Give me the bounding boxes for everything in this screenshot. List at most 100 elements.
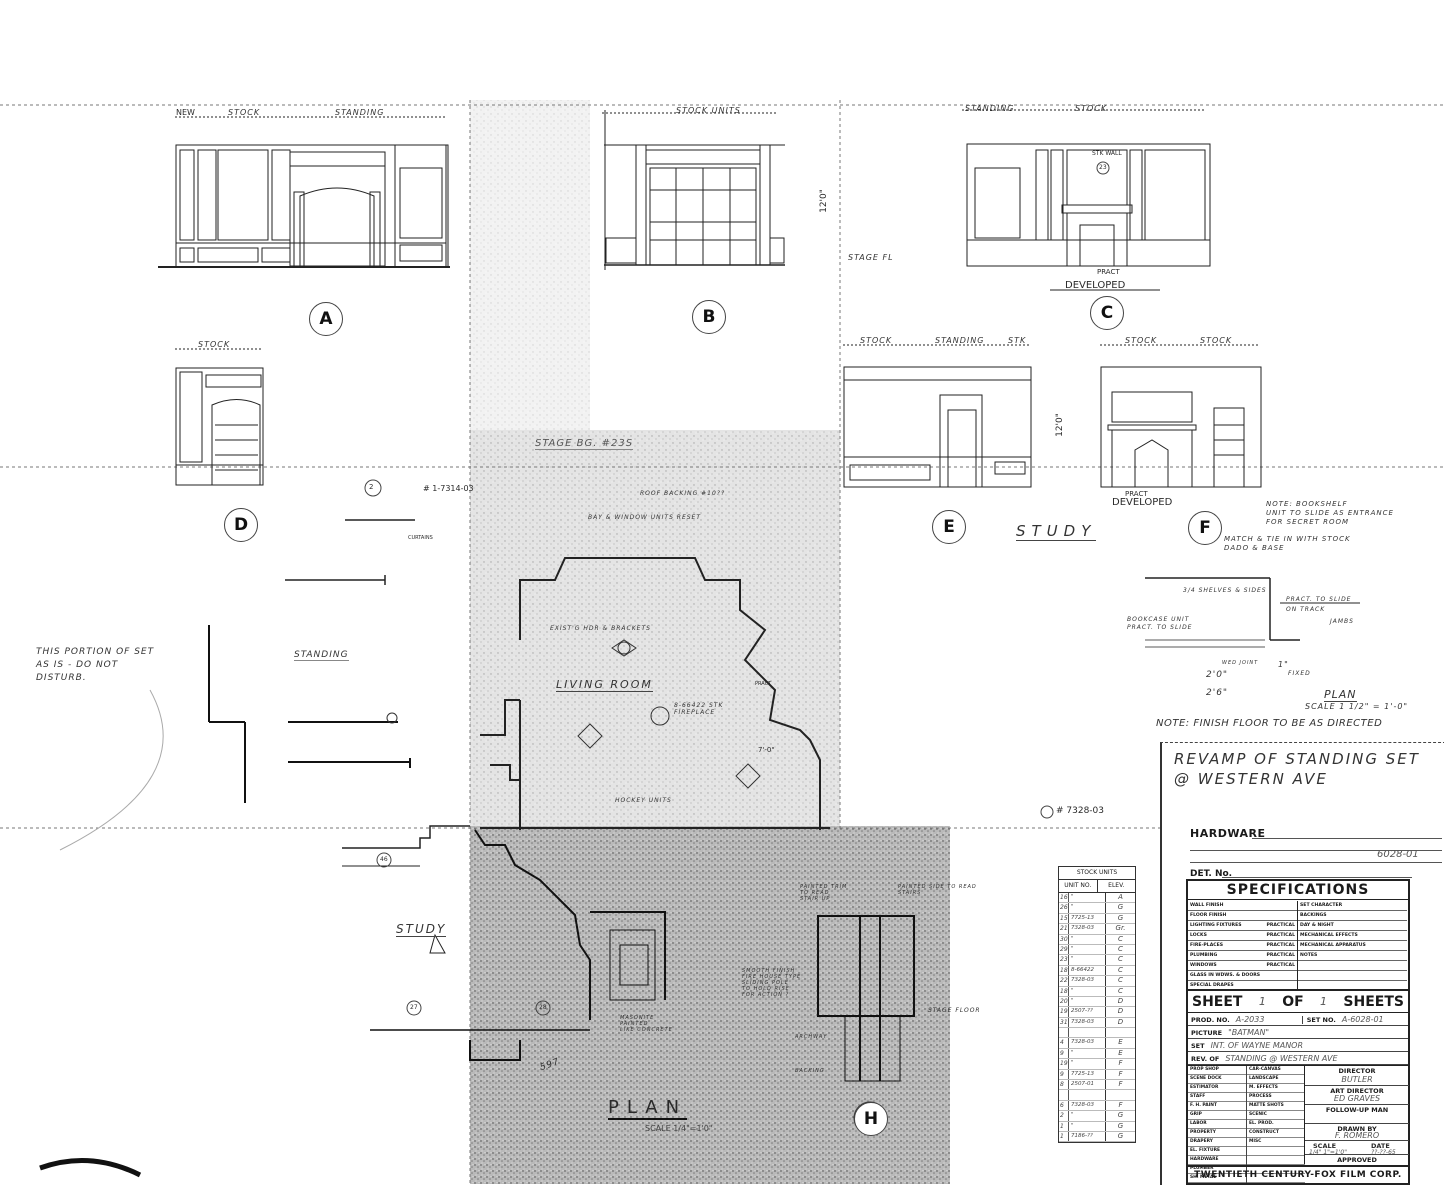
bay-window-label: BAY & WINDOW UNITS RESET: [588, 514, 702, 521]
row-number: [1059, 1090, 1069, 1100]
row-number: 29: [1060, 944, 1069, 955]
unit-no: ": [1069, 955, 1106, 965]
crew-row: CONSTRUCT: [1247, 1129, 1305, 1138]
elevation-e: [843, 344, 1032, 488]
row-number: 18: [1060, 986, 1069, 996]
pole-line-2: FIRE HOUSE TYPE: [742, 974, 802, 980]
sheet-number: 1: [1258, 995, 1266, 1008]
hardware-line-3: [1190, 862, 1442, 863]
col-elev: ELEV.: [1108, 882, 1125, 889]
picture-row: PICTURE "BATMAN": [1188, 1027, 1408, 1039]
bookshelf-note: NOTE: BOOKSHELF UNIT TO SLIDE AS ENTRANC…: [1266, 500, 1394, 527]
note-c-23: 23: [1099, 164, 1107, 171]
do-not-disturb-note: THIS PORTION OF SET AS IS - DO NOT DISTU…: [36, 646, 154, 685]
living-room-label: LIVING ROOM: [556, 678, 653, 692]
spec-label: SET CHARACTER: [1300, 903, 1343, 908]
drawn-by-value: F. ROMERO: [1334, 1131, 1380, 1140]
elevation-d: [175, 348, 264, 486]
unit-no: 7328-03: [1069, 1038, 1106, 1048]
archway-label: ARCHWAY: [795, 1034, 828, 1040]
spec-row: MECHANICAL EFFECTS: [1298, 931, 1407, 941]
elevation-f: [1100, 344, 1262, 488]
elevation: C: [1118, 976, 1123, 985]
rev-of-label: REV. OF: [1191, 1054, 1220, 1063]
trim-line-2: TO READ: [800, 890, 830, 896]
elevation-a: [158, 116, 450, 268]
spec-row: MECHANICAL APPARATUS: [1298, 941, 1407, 951]
pole-line-4: TO HOLD RISE: [742, 986, 790, 992]
side-line-2: STAIRS: [898, 890, 922, 896]
standing-stair: [208, 625, 411, 803]
row-number: 1: [1059, 1121, 1069, 1131]
rev-of-value: STANDING @ WESTERN AVE: [1225, 1054, 1338, 1063]
unit-no: ": [1069, 986, 1106, 996]
unit-no: ": [1069, 903, 1106, 913]
sheet-count-row: SHEET 1 OF 1 SHEETS: [1188, 989, 1408, 1013]
dim-b-stock-units: STOCK UNITS: [676, 106, 741, 115]
stock-table-row: 16"A: [1059, 893, 1135, 904]
det-no-line: [1222, 877, 1412, 878]
spec-label: BACKINGS: [1300, 913, 1327, 918]
hardware-line-1: [1252, 838, 1442, 839]
spec-label: PLUMBING: [1190, 953, 1218, 958]
pole-line-1: SMOOTH FINISH: [742, 968, 796, 974]
approved-label: APPROVED: [1305, 1154, 1409, 1164]
spec-row: GLASS IN WDWS. & DOORS: [1188, 971, 1297, 981]
spec-label: MECHANICAL APPARATUS: [1300, 943, 1366, 948]
spec-row: SET CHARACTER: [1298, 901, 1407, 911]
match-dado-note: MATCH & TIE IN WITH STOCK DADO & BASE: [1224, 535, 1351, 553]
side-line-1: PAINTED SIDE TO READ: [898, 884, 977, 890]
crew-row: LABOR: [1188, 1120, 1246, 1129]
hockey-label: HOCKEY UNITS: [615, 797, 672, 804]
col-unit-no: UNIT NO.: [1059, 880, 1098, 892]
wed-joint-note: WED JOINT: [1222, 660, 1259, 666]
note-line-3: DISTURB.: [36, 673, 87, 683]
match-line-2: DADO & BASE: [1224, 544, 1285, 552]
unit-no: ": [1069, 893, 1106, 903]
det-no-label: DET. No.: [1190, 869, 1233, 879]
circle-28-label: 28: [539, 1004, 547, 1011]
row-number: 16: [1060, 893, 1069, 903]
hardware-line-2: [1190, 850, 1442, 851]
note-f-pract: PRACT: [1125, 490, 1148, 498]
unit-no: ": [1069, 996, 1106, 1007]
revamp-line-2: @ WESTERN AVE: [1174, 770, 1328, 788]
elevation: F: [1118, 1080, 1123, 1089]
set-label: SET: [1191, 1041, 1205, 1050]
note-c-stk-wall: STK WALL: [1092, 150, 1122, 157]
height-dim-e: 12'0": [1054, 413, 1065, 437]
crew-row: MATTE SHOTS: [1247, 1102, 1305, 1111]
shade-region-strip: [470, 100, 590, 430]
elevation: G: [1117, 1111, 1124, 1120]
stock-table-row: 20"D: [1059, 996, 1135, 1008]
date-value: ??-??-65: [1371, 1149, 1396, 1156]
unit-no: 7725-13: [1069, 1069, 1106, 1080]
plan-title: PLAN: [608, 1097, 688, 1120]
dim-e-standing: STANDING: [935, 336, 985, 345]
masonite-line-1: MASONITE: [620, 1015, 655, 1021]
fold-lines: [0, 100, 1444, 1184]
masonite-line-3: LIKE CONCRETE: [620, 1027, 673, 1033]
detail-plan-scale: SCALE 1 1/2" = 1'-0": [1305, 702, 1409, 711]
detail-plan-title: PLAN: [1324, 688, 1357, 702]
sheet-label: SHEET: [1192, 993, 1243, 1010]
row-number: [1059, 1028, 1069, 1038]
unit-no: 7186-??: [1069, 1131, 1106, 1142]
crew-row: HARDWARE: [1188, 1156, 1246, 1165]
plan-marker-c: [650, 706, 670, 726]
tag-b: B: [692, 300, 726, 334]
crew-row: EL. PROD.: [1247, 1120, 1305, 1129]
director-value: BUTLER: [1341, 1075, 1373, 1084]
picture-value: "BATMAN": [1228, 1028, 1270, 1037]
crew-row: GRIP: [1188, 1111, 1246, 1120]
revamp-line-1: REVAMP OF STANDING SET: [1174, 750, 1420, 768]
unit-no: ": [1069, 1111, 1106, 1121]
living-room-plan: [480, 557, 830, 830]
